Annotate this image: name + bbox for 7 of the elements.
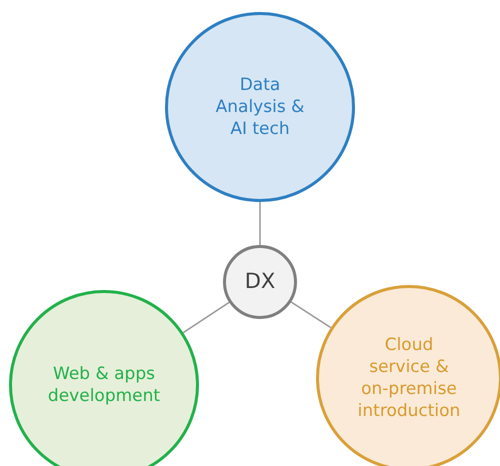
connector-line xyxy=(290,301,332,328)
node-label: Cloud service & on-premise introduction xyxy=(356,334,462,422)
node-label: Data Analysis & AI tech xyxy=(214,74,306,140)
connector-line xyxy=(259,202,261,245)
node-label: Web & apps development xyxy=(46,362,162,408)
connector-line xyxy=(182,302,230,334)
node-label: DX xyxy=(244,268,276,296)
